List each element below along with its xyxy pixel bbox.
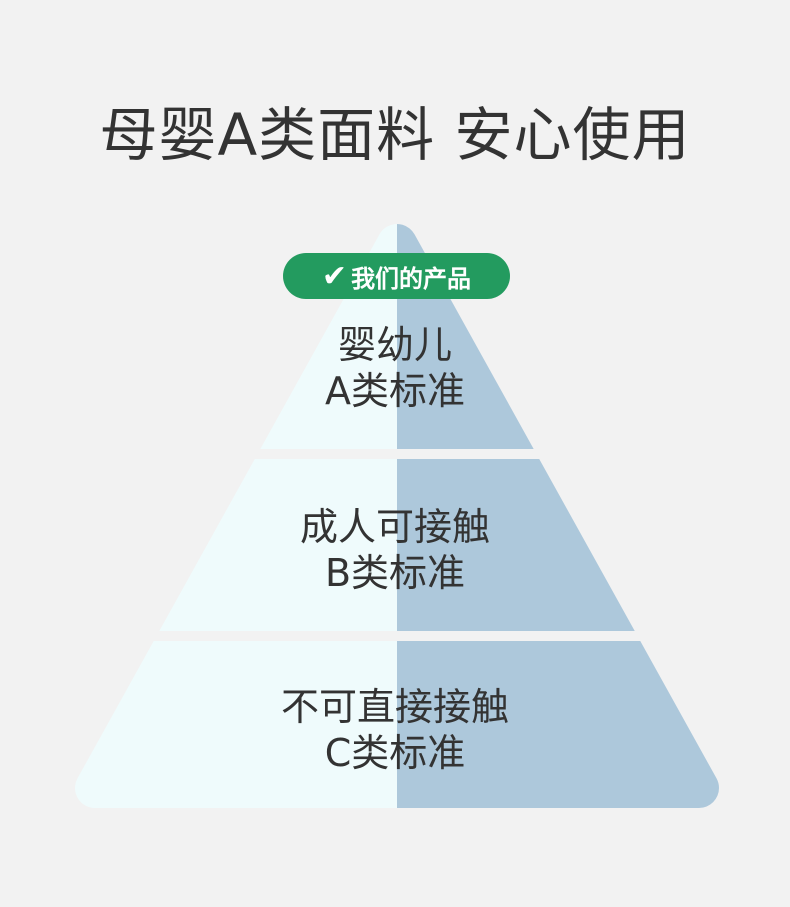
tier-divider	[0, 449, 790, 459]
tier-c-standard: C类标准	[324, 731, 466, 775]
tier-a: 婴幼儿 A类标准	[0, 322, 790, 414]
our-product-badge: ✔ 我们的产品	[283, 253, 510, 299]
tier-b-standard: B类标准	[324, 551, 466, 595]
tier-b-label: 成人可接触	[299, 505, 490, 549]
tier-a-label: 婴幼儿	[337, 323, 452, 367]
check-icon: ✔	[321, 258, 348, 294]
tier-divider	[0, 631, 790, 641]
badge-label: 我们的产品	[351, 264, 472, 293]
tier-c: 不可直接接触 C类标准	[0, 684, 790, 776]
tier-a-standard: A类标准	[325, 369, 465, 413]
tier-c-label: 不可直接接触	[280, 685, 509, 729]
tier-b: 成人可接触 B类标准	[0, 504, 790, 596]
